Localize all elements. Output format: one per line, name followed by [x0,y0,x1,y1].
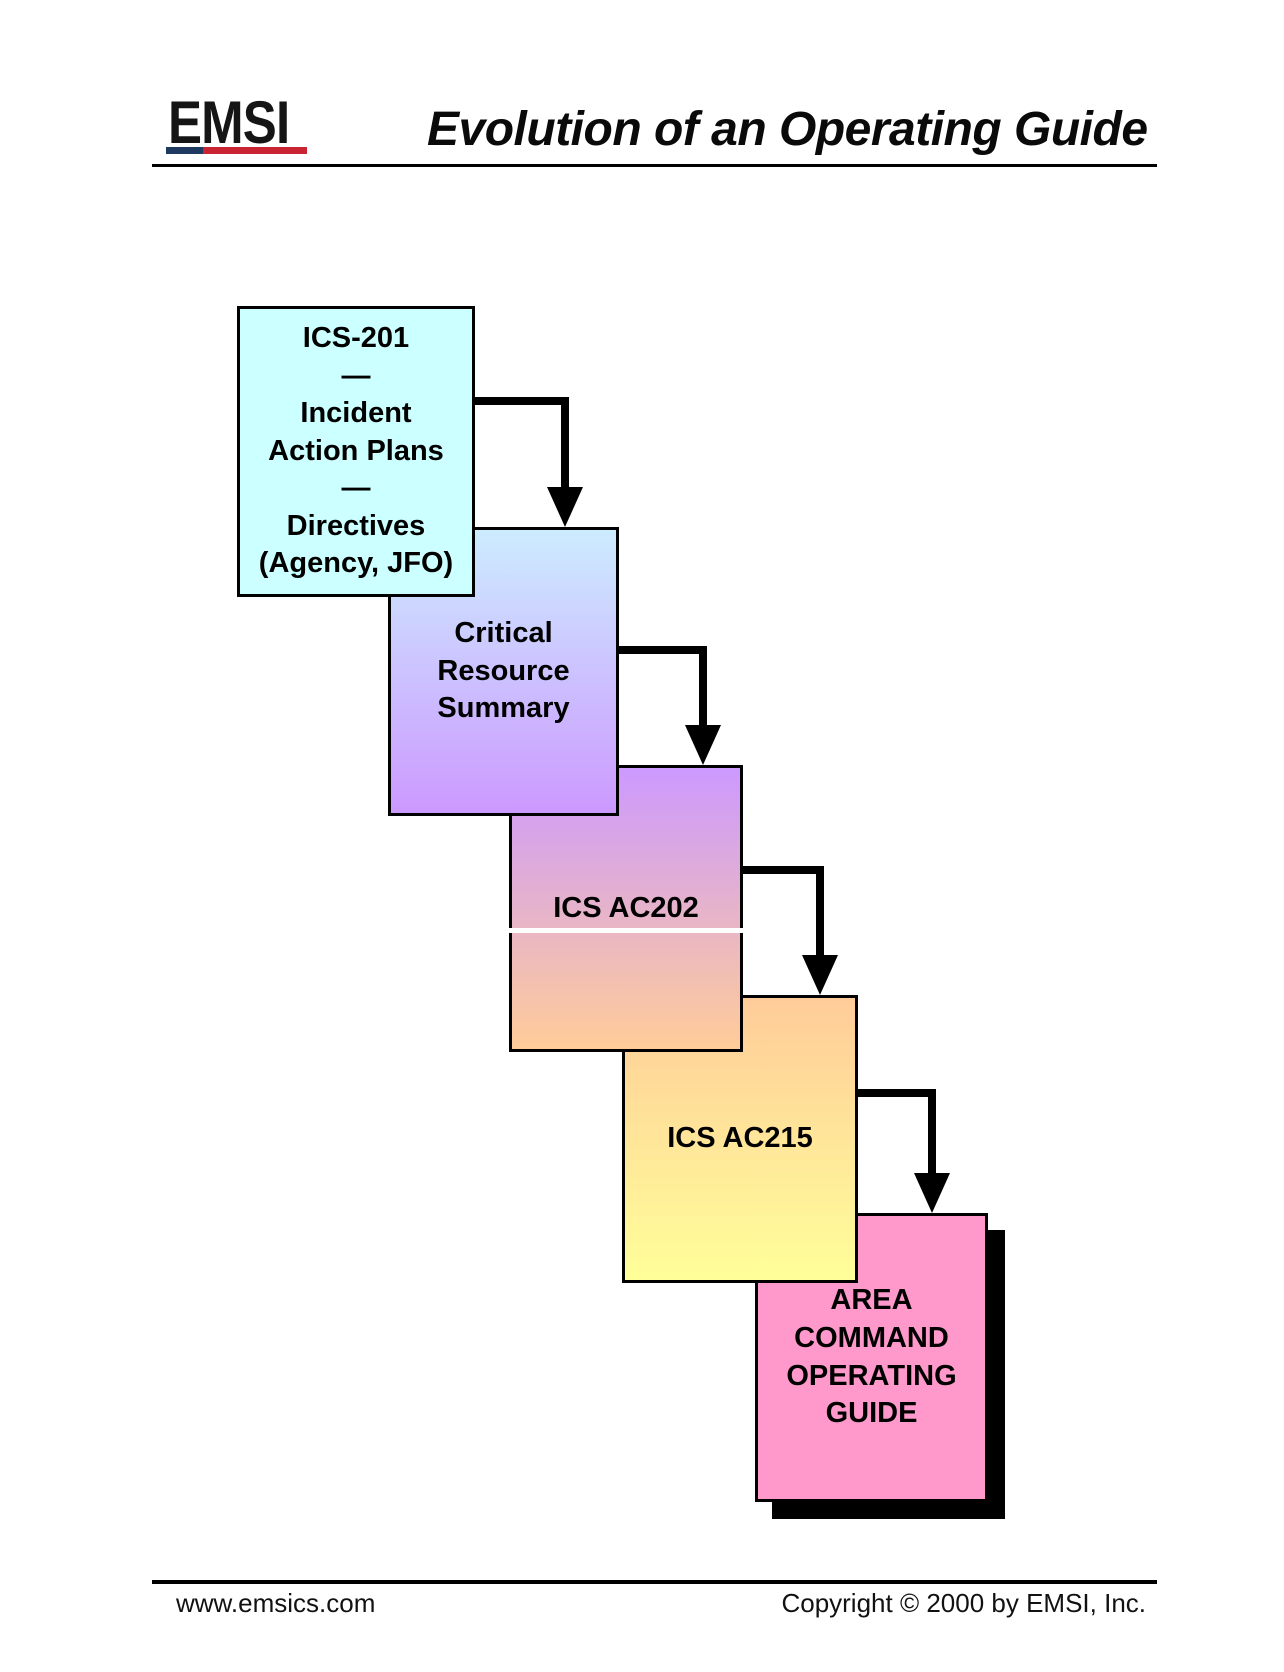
footer-website: www.emsics.com [176,1588,376,1618]
label-line: AREA [830,1284,913,1317]
connector-arrow-4 [857,1089,950,1213]
label-line: — [341,359,371,392]
label-line: — [341,472,371,505]
header-divider [152,164,1157,167]
logo-bar-red-segment [203,147,307,154]
footer-divider [152,1580,1157,1584]
label-line: OPERATING [786,1359,957,1392]
label-line: Critical [454,617,553,650]
connector-arrow-1 [474,397,583,527]
label-line: Resource [437,654,570,687]
label-line: ICS AC215 [667,1122,813,1155]
connector-arrow-3 [742,866,838,995]
flow-box-label: Critical Resource Summary [437,615,569,728]
label-line: GUIDE [825,1397,918,1430]
label-line: Directives [286,509,426,542]
flow-box-label: ICS-201 — Incident Action Plans — Direct… [259,320,453,583]
emsi-logo-text: EMSI [168,89,290,156]
logo-bar-blue-segment [166,147,203,154]
emsi-logo-underline [166,147,307,154]
flow-box-ics-201: ICS-201 — Incident Action Plans — Direct… [237,306,475,597]
flow-box-critical-resource-summary: Critical Resource Summary [388,527,619,816]
slide-title: Evolution of an Operating Guide [427,103,1148,156]
flow-box-label: AREA COMMAND OPERATING GUIDE [786,1282,956,1432]
connector-arrow-2 [618,646,721,765]
label-line: COMMAND [794,1321,949,1354]
label-line: Summary [437,692,570,725]
label-line: ICS-201 [302,321,410,354]
flow-box-label: ICS AC215 [667,1120,813,1158]
label-line: Action Plans [268,434,444,467]
footer-copyright: Copyright © 2000 by EMSI, Inc. [781,1588,1146,1618]
box-divider-line [509,928,743,933]
label-line: (Agency, JFO) [258,547,454,580]
flow-box-label: ICS AC202 [553,890,699,928]
label-line: Incident [300,397,412,430]
label-line: ICS AC202 [553,891,699,924]
